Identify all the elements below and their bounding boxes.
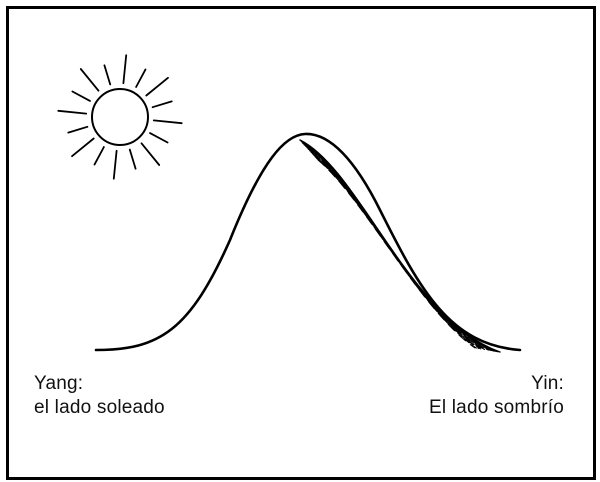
yin-label: Yin: El lado sombrío	[429, 372, 564, 420]
yin-subtitle: El lado sombrío	[428, 397, 564, 418]
hatch-line	[311, 153, 484, 350]
sun-ray	[57, 109, 88, 115]
sun-ray	[103, 64, 112, 86]
yang-label: Yang: el lado soleado	[34, 372, 165, 420]
yin-title: Yin:	[531, 373, 564, 394]
sun-ray	[145, 76, 169, 97]
hill-curve	[94, 132, 522, 352]
hatch-line	[307, 148, 489, 351]
yang-title: Yang:	[34, 373, 84, 394]
sun-ray	[128, 148, 137, 170]
hatch-line	[316, 157, 478, 349]
sun-ray	[71, 90, 91, 102]
hatch-line	[309, 150, 488, 351]
sun-ray	[79, 68, 100, 92]
sun-ray	[93, 146, 105, 166]
sun-ray	[151, 100, 173, 109]
sun-icon	[57, 54, 183, 180]
sun-ray	[71, 137, 95, 158]
sun-ray	[149, 132, 169, 144]
sun-ray	[140, 142, 161, 166]
sun-ray	[122, 54, 128, 85]
hatch-line	[313, 154, 482, 350]
sun-ray	[112, 149, 118, 180]
sun-ray	[152, 119, 183, 125]
hatch-line	[314, 156, 480, 350]
hatch-line	[317, 159, 476, 349]
sun-ray	[135, 68, 147, 88]
shadow-hatching	[299, 139, 501, 353]
yang-subtitle: el lado soleado	[34, 397, 165, 418]
hatch-line	[310, 151, 486, 351]
diagram-frame	[6, 6, 596, 480]
sun-ray	[67, 125, 89, 134]
